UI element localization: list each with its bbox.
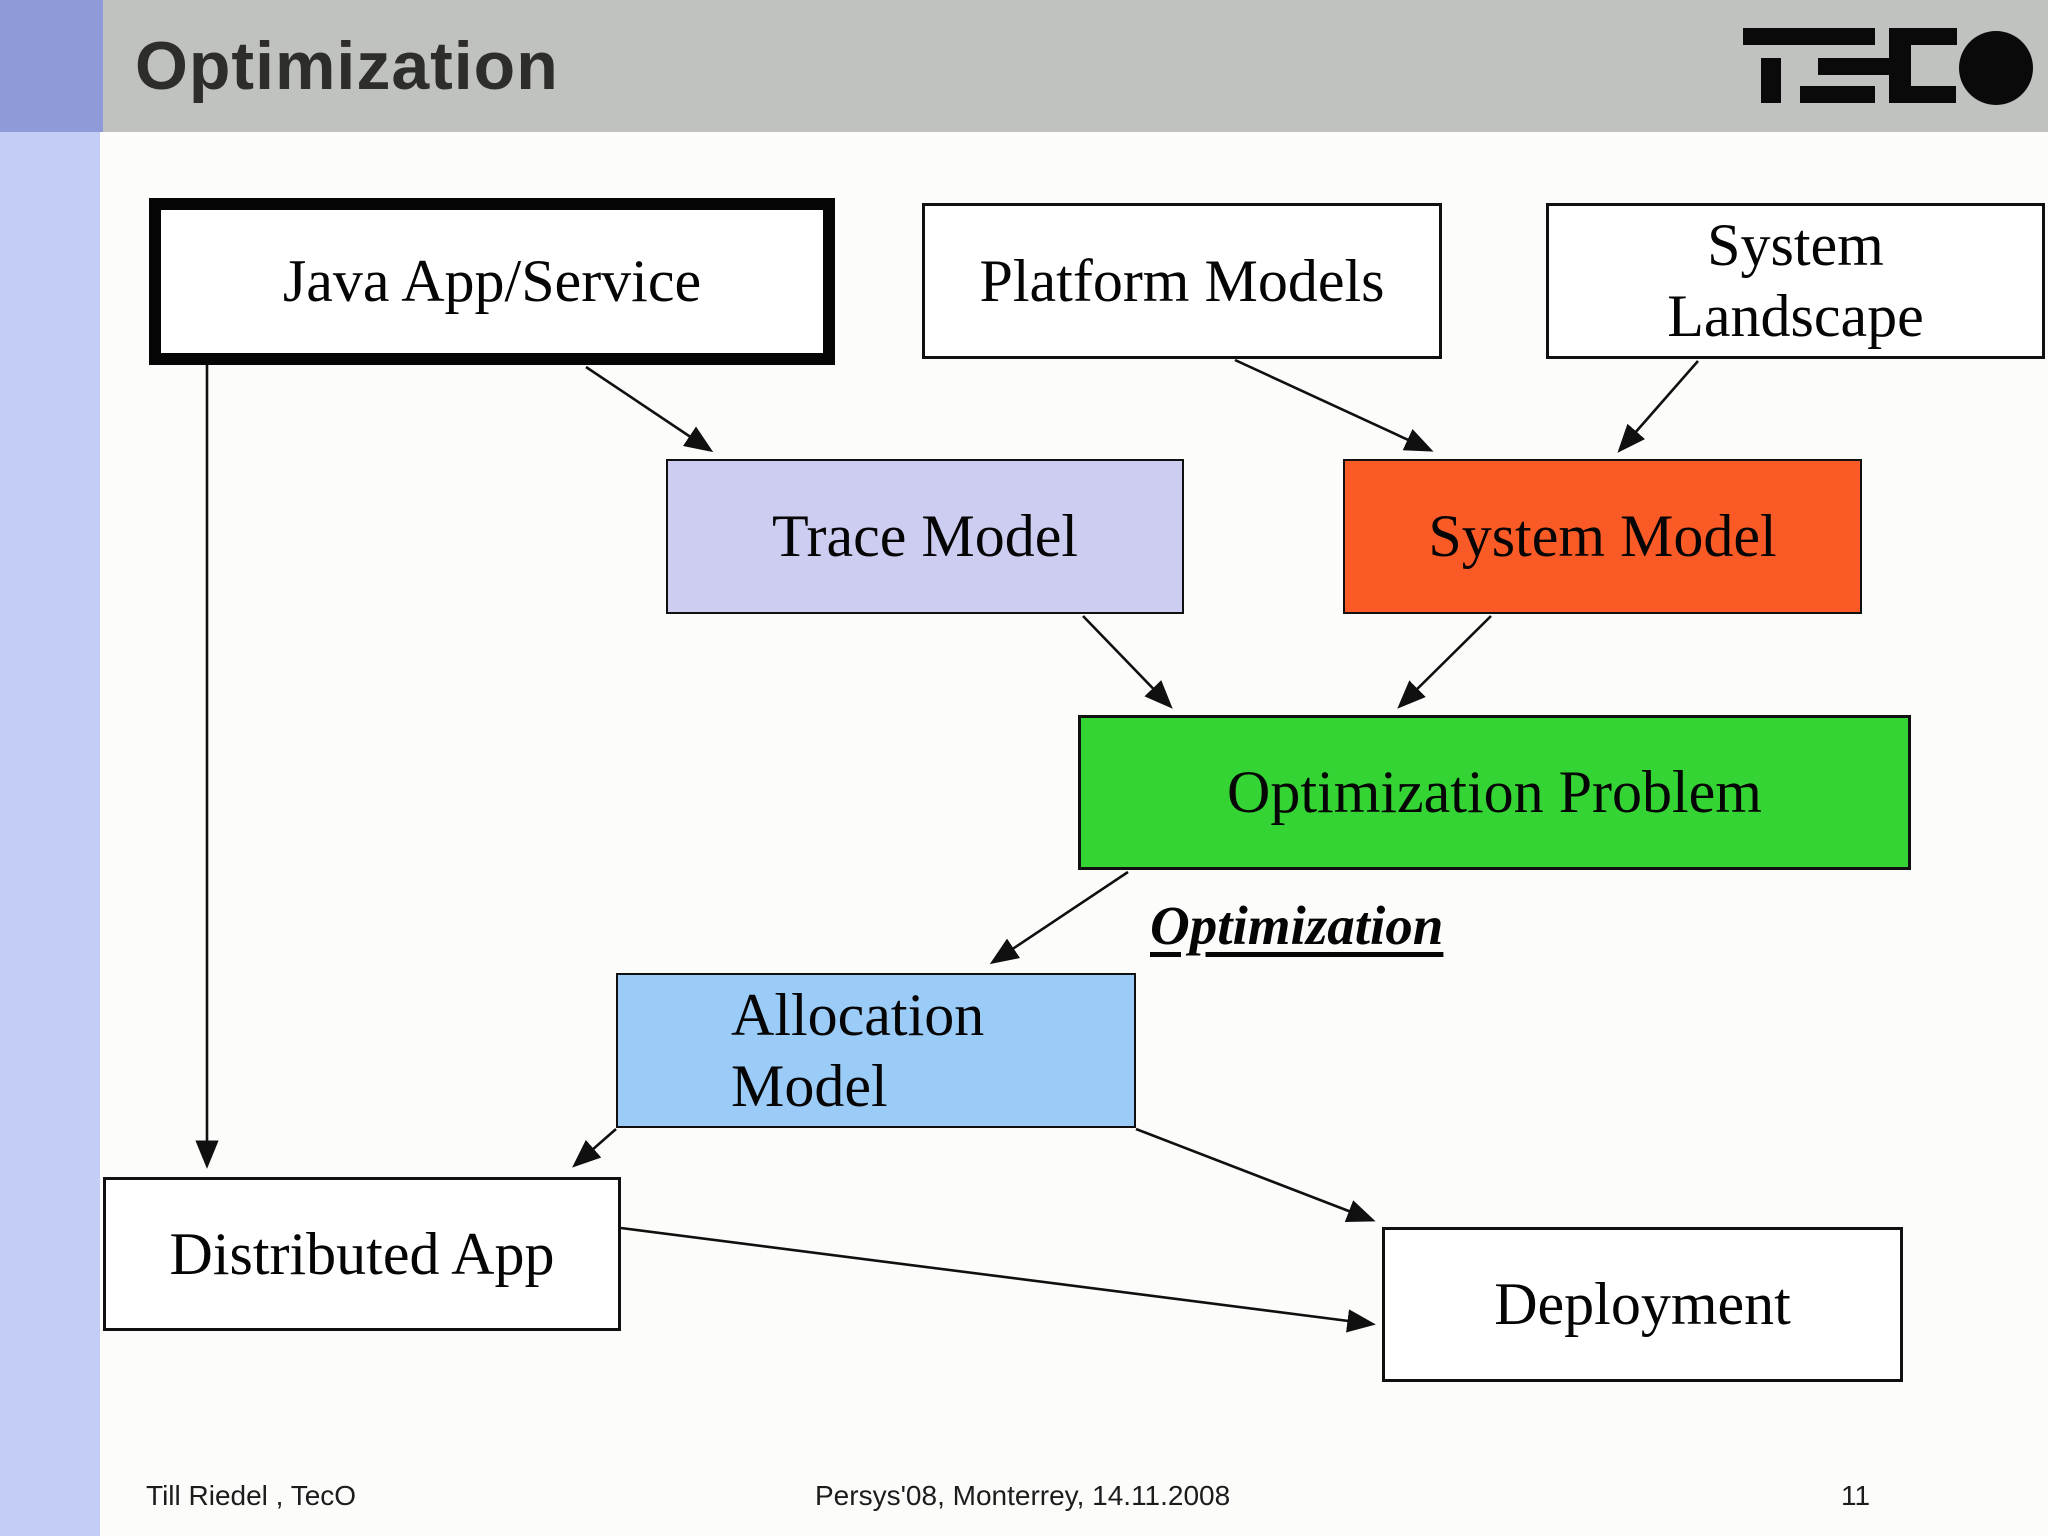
footer-venue: Persys'08, Monterrey, 14.11.2008 bbox=[815, 1480, 1231, 1511]
node-label: Distributed App bbox=[169, 1220, 555, 1287]
footer-page-number: 11 bbox=[1841, 1480, 1871, 1511]
footer-author: Till Riedel , TecO bbox=[146, 1480, 357, 1511]
node-system-model: System Model bbox=[1343, 459, 1862, 614]
node-platform-models: Platform Models bbox=[922, 203, 1442, 359]
node-distributed-app: Distributed App bbox=[103, 1177, 621, 1331]
edge-systemmodel-to-optproblem bbox=[1397, 615, 1492, 709]
edge-landscape-to-systemmodel bbox=[1617, 360, 1699, 453]
footer: Till Riedel , TecO Persys'08, Monterrey,… bbox=[0, 1480, 2048, 1520]
node-trace-model: Trace Model bbox=[666, 459, 1184, 614]
node-deployment: Deployment bbox=[1382, 1227, 1903, 1382]
slide-title: Optimization bbox=[135, 28, 559, 104]
teco-logo-icon bbox=[1743, 28, 2033, 105]
edge-distributed-to-deployment bbox=[620, 1226, 1376, 1333]
optimization-edge-label: Optimization bbox=[1150, 895, 1444, 956]
edge-allocation-to-deployment bbox=[1135, 1127, 1376, 1223]
edge-java-to-trace bbox=[585, 365, 714, 453]
corner-accent-square bbox=[0, 0, 103, 132]
header-bar bbox=[0, 0, 2048, 132]
node-label: Java App/Service bbox=[282, 248, 702, 315]
node-optimization-problem: Optimization Problem bbox=[1078, 715, 1911, 870]
node-label: Optimization Problem bbox=[1227, 759, 1762, 826]
node-label: System Model bbox=[1428, 503, 1777, 570]
edge-allocation-to-distributed bbox=[572, 1128, 617, 1168]
left-accent-stripe bbox=[0, 132, 100, 1536]
node-label: Platform Models bbox=[979, 247, 1385, 314]
edge-trace-to-optproblem bbox=[1082, 615, 1173, 709]
edge-optproblem-to-allocation bbox=[989, 870, 1129, 965]
edge-platform-to-systemmodel bbox=[1234, 358, 1434, 452]
node-label: Trace Model bbox=[771, 503, 1079, 570]
node-label: Deployment bbox=[1494, 1271, 1791, 1338]
node-java-app-service: Java App/Service bbox=[149, 198, 835, 365]
